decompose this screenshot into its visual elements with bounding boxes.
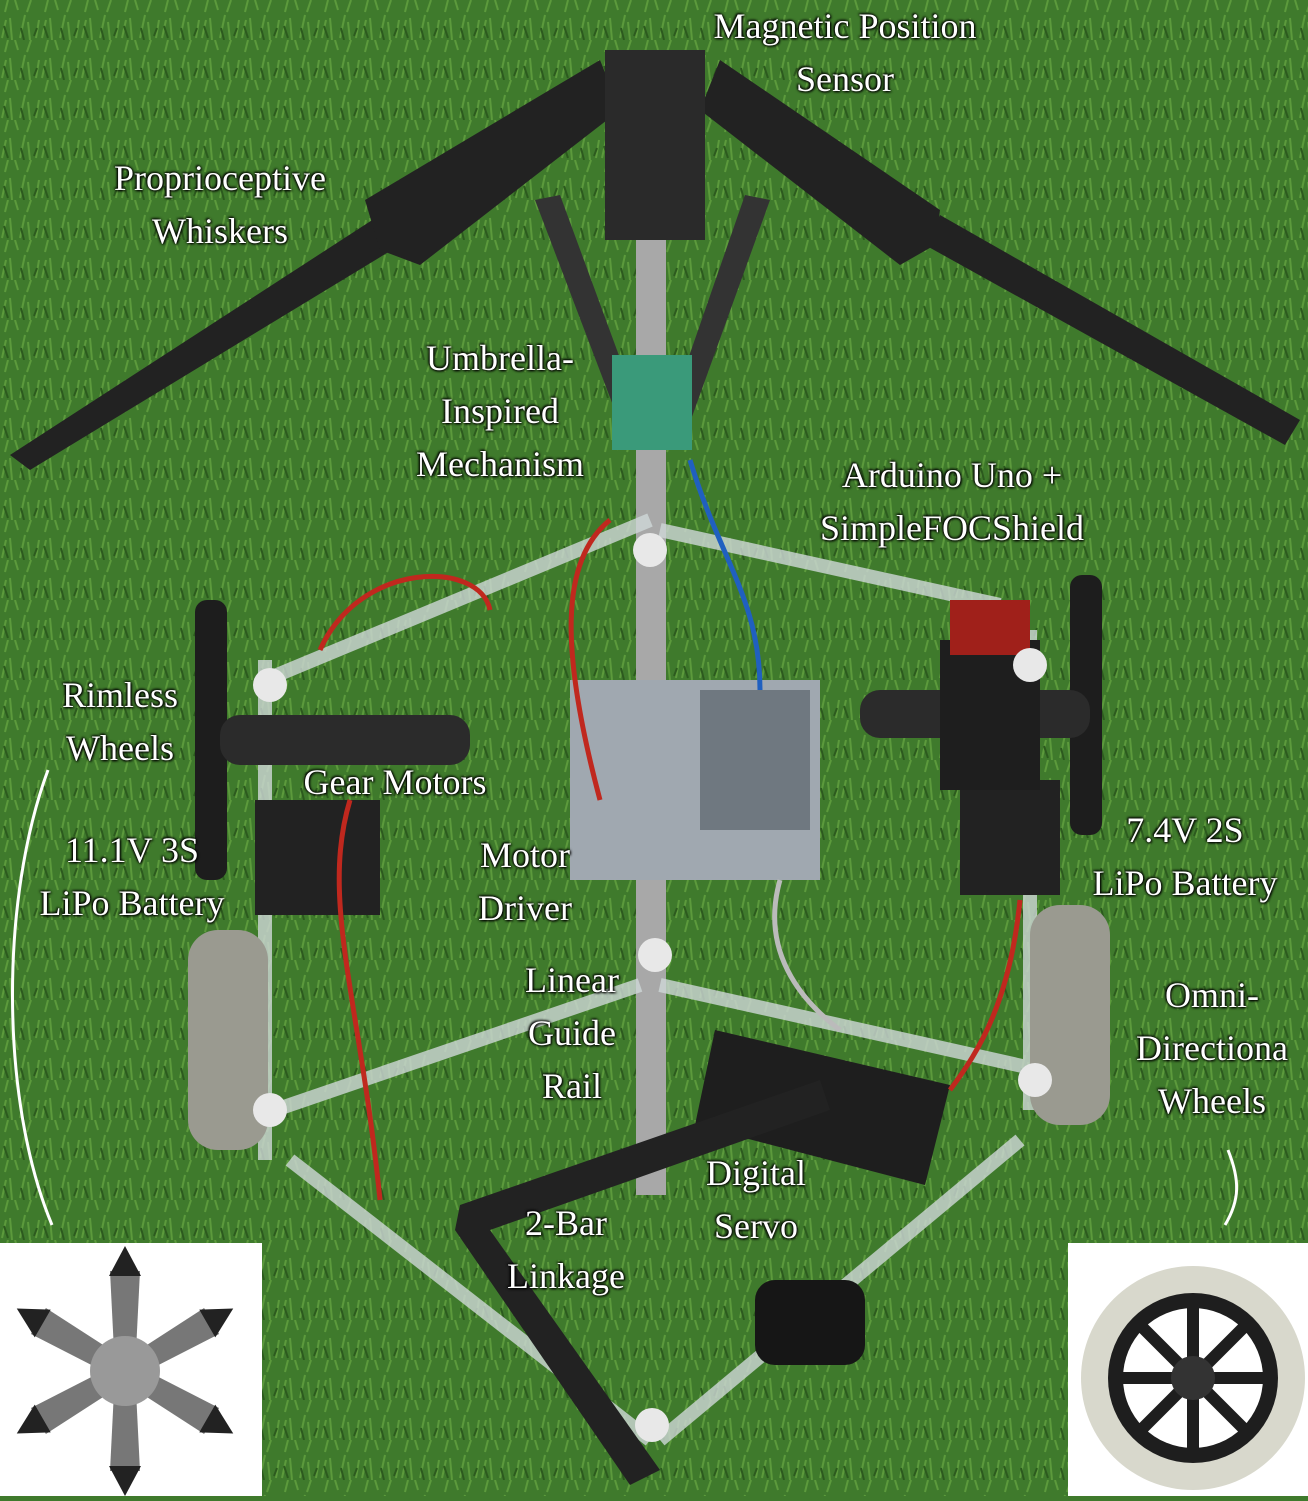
label-omni-wheels: Omni- Directiona Wheels	[1136, 969, 1288, 1128]
battery-2s	[960, 780, 1060, 895]
two-bar-linkage	[455, 1080, 830, 1485]
label-line: Motor	[480, 835, 570, 875]
label-line: Linkage	[507, 1256, 625, 1296]
label-umbrella-mechanism: Umbrella- Inspired Mechanism	[416, 332, 584, 491]
label-line: 2-Bar	[525, 1203, 607, 1243]
label-line: 7.4V 2S	[1126, 810, 1244, 850]
label-line: Rimless	[61, 675, 179, 715]
label-line: Linear	[525, 960, 619, 1000]
label-battery-3s: 11.1V 3S LiPo Battery	[40, 824, 225, 930]
label-line: Umbrella-	[426, 338, 574, 378]
whiskers	[10, 50, 1300, 470]
rimless-wheels	[195, 575, 1102, 880]
label-proprioceptive-whiskers: Proprioceptive Whiskers	[114, 152, 326, 258]
label-line: 11.1V 3S	[64, 830, 200, 870]
label-gear-motors: Gear Motors	[304, 756, 487, 809]
label-line: Mechanism	[416, 444, 584, 484]
label-line: Sensor	[796, 59, 894, 99]
rimless-arrow	[11, 769, 54, 1226]
label-linear-guide-rail: Linear Guide Rail	[525, 954, 619, 1113]
label-line: Wheels	[1158, 1081, 1266, 1121]
omni-wheel-icon	[1081, 1266, 1305, 1490]
label-line: Arduino Uno +	[841, 455, 1063, 495]
battery-3s	[255, 800, 380, 915]
markers	[253, 533, 1052, 1442]
omni-arrow	[1223, 1149, 1239, 1226]
label-line: Whiskers	[152, 211, 288, 251]
gear-motor-left	[220, 715, 470, 765]
label-line: SimpleFOCShield	[819, 508, 1085, 548]
omni-wheel-left	[188, 930, 268, 1150]
label-line: Omni-	[1165, 975, 1259, 1015]
label-line: Servo	[713, 1206, 798, 1246]
label-2-bar-linkage: 2-Bar Linkage	[507, 1197, 625, 1303]
label-line: LiPo Battery	[39, 883, 225, 923]
rimless-wheel-inset	[0, 1243, 262, 1496]
label-rimless-wheels: Rimless Wheels	[62, 669, 178, 775]
label-motor-driver: Motor Driver	[478, 829, 572, 935]
label-line: Guide	[528, 1013, 616, 1053]
label-line: Proprioceptive	[114, 158, 326, 198]
omni-wheel-inset	[1068, 1243, 1308, 1496]
omni-wheel-right	[1030, 905, 1110, 1125]
label-line: Driver	[478, 888, 572, 928]
label-battery-2s: 7.4V 2S LiPo Battery	[1093, 804, 1278, 910]
label-line: Rail	[542, 1066, 602, 1106]
label-line: Wheels	[66, 728, 174, 768]
rimless-wheel-icon	[16, 1246, 234, 1496]
label-digital-servo: Digital Servo	[706, 1147, 806, 1253]
label-arduino: Arduino Uno + SimpleFOCShield	[820, 449, 1084, 555]
label-line: Directiona	[1136, 1028, 1288, 1068]
label-line: Magnetic Position	[713, 6, 977, 46]
label-line: Inspired	[441, 391, 559, 431]
label-magnetic-position-sensor: Magnetic Position Sensor	[714, 0, 977, 106]
label-line: Gear Motors	[303, 762, 487, 802]
label-line: LiPo Battery	[1092, 863, 1278, 903]
label-line: Digital	[706, 1153, 806, 1193]
